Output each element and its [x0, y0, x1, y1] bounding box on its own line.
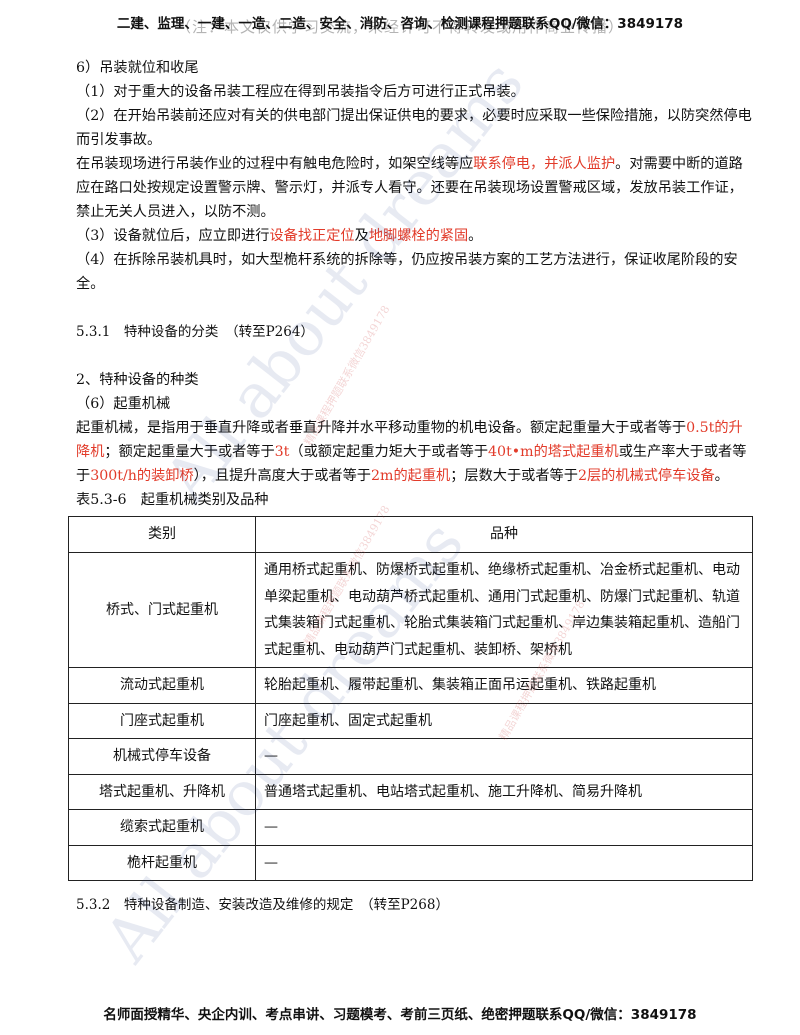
page-footer: 名师面授精华、央企内训、考点串讲、习题模考、考前三页纸、绝密押题联系QQ/微信：… [103, 1007, 697, 1023]
category-cell: 桅杆起重机 [68, 844, 256, 881]
highlight-text: 2m的起重机 [371, 468, 451, 484]
highlight-text: 0.5t的升降机 [76, 420, 743, 460]
body-text: 在吊装现场进行吊装作业的过程中有触电危险时，如架空线等应 [76, 156, 474, 172]
paragraph: （3）设备就位后，应立即进行设备找正定位及地脚螺栓的紧固。 [76, 224, 756, 248]
table-row: 缆索式起重机— [68, 809, 753, 846]
highlight-text: 联系停电，并派人监护 [473, 156, 616, 172]
body-text: 6）吊装就位和收尾 [76, 60, 199, 76]
body-text: 。对需要中断的道路应在路口处按规定设置警示牌、警示灯，并派专人看守。还要在吊装现… [76, 156, 743, 220]
body-text: ；额定起重量大于或者等于 [104, 444, 275, 460]
variety-cell: — [255, 809, 753, 846]
body-text: 或生产率大于或者等于 [76, 444, 747, 484]
body-text: （4）在拆除吊装机具时，如大型桅杆系统的拆除等，仍应按吊装方案的工艺方法进行，保… [76, 252, 738, 292]
document-body: 6）吊装就位和收尾 （1）对于重大的设备吊装工程应在得到吊装指令后方可进行正式吊装… [68, 56, 756, 917]
paragraph: 6）吊装就位和收尾 [76, 56, 756, 80]
body-text: （3）设备就位后，应立即进行 [76, 228, 270, 244]
body-text: 5.3.1 特种设备的分类 （转至P264） [76, 324, 314, 340]
body-text: （6）起重机械 [76, 396, 171, 412]
variety-cell: 通用桥式起重机、防爆桥式起重机、绝缘桥式起重机、冶金桥式起重机、电动单梁起重机、… [255, 552, 753, 668]
category-cell: 塔式起重机、升降机 [68, 773, 256, 810]
body-text: 。 [714, 468, 729, 484]
highlight-text: 40t•m的塔式起重机 [488, 444, 619, 460]
paragraph: （6）起重机械 [76, 392, 756, 416]
category-cell: 缆索式起重机 [68, 809, 256, 846]
highlight-text: 2层的机械式停车设备 [577, 468, 715, 484]
table-header-cell: 类别 [68, 516, 256, 553]
variety-cell: 门座起重机、固定式起重机 [255, 702, 753, 739]
body-text: 起重机械，是指用于垂直升降或者垂直升降并水平移动重物的机电设备。额定起重量大于或… [76, 420, 687, 436]
body-text: 及 [354, 228, 369, 244]
section-heading: 5.3.2 特种设备制造、安装改造及维修的规定 （转至P268） [76, 897, 449, 913]
category-cell: 桥式、门式起重机 [68, 552, 256, 668]
variety-cell: 轮胎起重机、履带起重机、集装箱正面吊运起重机、铁路起重机 [255, 667, 753, 704]
header-ghost-text: （注：本文仅供学习交流，未经许可不得转发或用作商业传播） [175, 18, 624, 36]
table-row: 门座式起重机门座起重机、固定式起重机 [68, 702, 753, 739]
spacer [76, 296, 756, 320]
table-row: 桥式、门式起重机通用桥式起重机、防爆桥式起重机、绝缘桥式起重机、冶金桥式起重机、… [68, 552, 753, 668]
paragraph: 表5.3-6 起重机械类别及品种 [76, 488, 756, 512]
variety-cell: — [255, 844, 753, 881]
table-header-row: 类别品种 [68, 516, 753, 553]
category-cell: 机械式停车设备 [68, 738, 256, 775]
crane-category-table: 类别品种桥式、门式起重机通用桥式起重机、防爆桥式起重机、绝缘桥式起重机、冶金桥式… [68, 516, 753, 881]
body-text: ；层数大于或者等于 [450, 468, 578, 484]
spacer [76, 344, 756, 368]
highlight-text: 地脚螺栓的紧固 [368, 228, 469, 244]
page-header: 二建、监理、一建、一造、二造、安全、消防、咨询、检测课程押题联系QQ/微信：38… [116, 16, 684, 32]
table-row: 流动式起重机轮胎起重机、履带起重机、集装箱正面吊运起重机、铁路起重机 [68, 667, 753, 704]
section-heading: 5.3.1 特种设备的分类 （转至P264） [76, 320, 756, 344]
body-text: 。 [468, 228, 483, 244]
variety-cell: 普通塔式起重机、电站塔式起重机、施工升降机、简易升降机 [255, 773, 753, 810]
table-row: 机械式停车设备— [68, 738, 753, 775]
paragraph: （1）对于重大的设备吊装工程应在得到吊装指令后方可进行正式吊装。 [76, 80, 756, 104]
highlight-text: 3t [274, 444, 290, 460]
highlight-text: 设备找正定位 [269, 228, 355, 244]
paragraph: （2）在开始吊装前还应对有关的供电部门提出保证供电的要求，必要时应采取一些保险措… [76, 104, 756, 152]
category-cell: 流动式起重机 [68, 667, 256, 704]
spacer [76, 881, 756, 893]
body-text: （1）对于重大的设备吊装工程应在得到吊装指令后方可进行正式吊装。 [76, 84, 525, 100]
paragraph: （4）在拆除吊装机具时，如大型桅杆系统的拆除等，仍应按吊装方案的工艺方法进行，保… [76, 248, 756, 296]
body-text: （2）在开始吊装前还应对有关的供电部门提出保证供电的要求，必要时应采取一些保险措… [76, 108, 752, 148]
body-text: 2、特种设备的种类 [76, 372, 199, 388]
paragraph: 在吊装现场进行吊装作业的过程中有触电危险时，如架空线等应联系停电，并派人监护。对… [76, 152, 756, 224]
paragraph: 起重机械，是指用于垂直升降或者垂直升降并水平移动重物的机电设备。额定起重量大于或… [76, 416, 756, 488]
table-row: 塔式起重机、升降机普通塔式起重机、电站塔式起重机、施工升降机、简易升降机 [68, 773, 753, 810]
body-text: （或额定起重力矩大于或者等于 [289, 444, 489, 460]
table-row: 桅杆起重机— [68, 844, 753, 881]
body-text: ），且提升高度大于或者等于 [193, 468, 371, 484]
highlight-text: 300t/h的装卸桥 [90, 468, 194, 484]
body-text: 表5.3-6 起重机械类别及品种 [76, 492, 269, 508]
category-cell: 门座式起重机 [68, 702, 256, 739]
table-header-cell: 品种 [255, 516, 753, 553]
paragraph: 2、特种设备的种类 [76, 368, 756, 392]
variety-cell: — [255, 738, 753, 775]
